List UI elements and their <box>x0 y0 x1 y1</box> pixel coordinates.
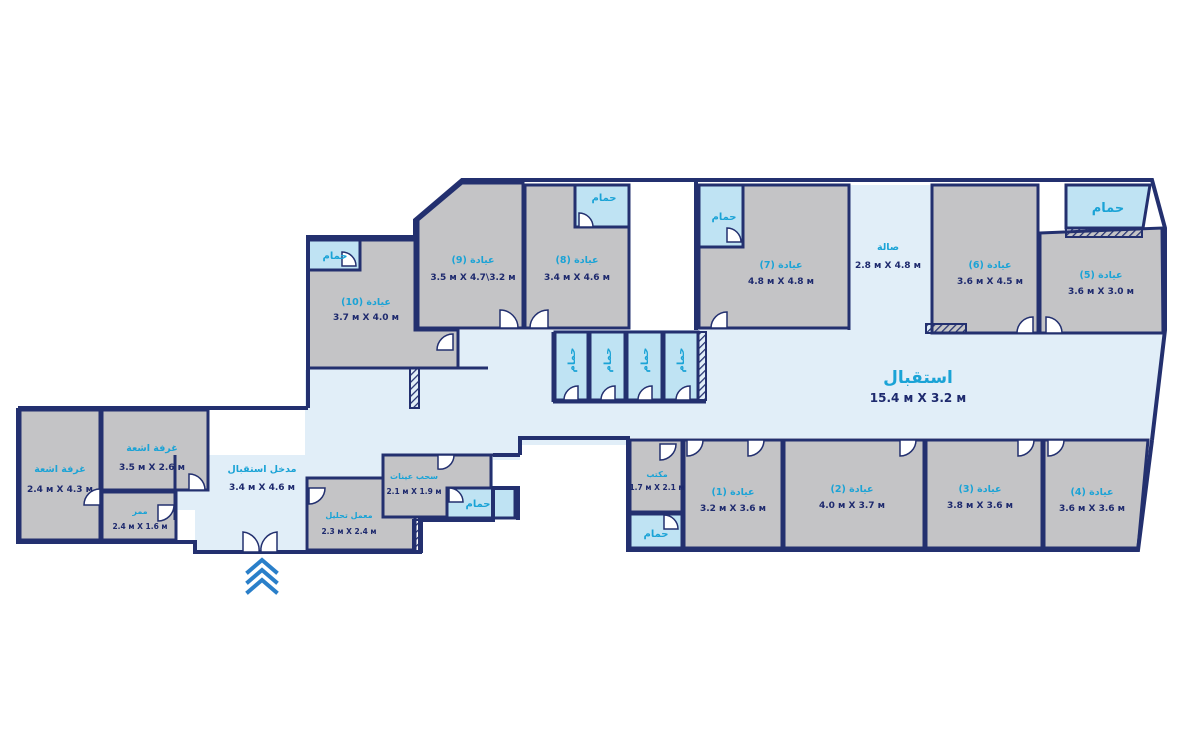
door-swing <box>341 251 357 267</box>
room-clinic-9 <box>416 181 525 330</box>
room-xray-1 <box>18 408 102 542</box>
door-swing <box>1017 439 1035 457</box>
entrance-door-right <box>260 531 278 553</box>
label-clinic3-name: عيادة (3) <box>958 484 1001 495</box>
labels: استقبال 15.4 м X 3.2 м صالة 2.8 м X 4.8 … <box>27 193 1134 540</box>
entrance-arrow-icon <box>245 557 279 595</box>
door-swing <box>1047 439 1065 457</box>
label-reception-dims: 15.4 м X 3.2 м <box>870 391 966 405</box>
door-swing <box>437 454 455 470</box>
door-swing <box>726 227 742 243</box>
door-swing <box>747 439 765 457</box>
room-clinic-2 <box>782 438 926 550</box>
label-clinic10-dims: 3.7 м X 4.0 м <box>333 313 399 323</box>
label-clinic7-name: عيادة (7) <box>759 260 802 271</box>
label-bath: حمام <box>712 212 737 223</box>
label-reception-name: استقبال <box>883 368 953 388</box>
label-bath: حمام <box>603 348 614 373</box>
door-swing <box>563 385 579 401</box>
hatch-block <box>697 331 707 401</box>
label-clinic10-name: عيادة (10) <box>341 297 391 308</box>
door-swing <box>663 514 679 530</box>
label-clinic4-name: عيادة (4) <box>1070 487 1113 498</box>
room-clinic-6 <box>930 183 1040 335</box>
door-swing <box>578 212 594 228</box>
label-bath: حمام <box>466 499 491 510</box>
label-hall-dims: 2.8 м X 4.8 м <box>855 261 921 271</box>
label-clinic1-name: عيادة (1) <box>711 487 754 498</box>
label-lab-name: معمل تحليل <box>325 511 372 520</box>
label-clinic8-dims: 3.4 м X 4.6 м <box>544 273 610 283</box>
label-clinic5-dims: 3.6 м X 3.0 м <box>1068 287 1134 297</box>
entrance-door-left <box>242 531 260 553</box>
door-swing <box>436 333 454 351</box>
door-swing <box>83 488 101 506</box>
label-passage-name: ممر <box>131 507 147 516</box>
label-bath: حمام <box>592 193 617 204</box>
label-xray1-name: غرفة اشعة <box>34 464 85 475</box>
door-swing <box>637 385 653 401</box>
label-clinic4-dims: 3.6 м X 3.6 м <box>1059 504 1125 514</box>
label-clinic5-name: عيادة (5) <box>1079 270 1122 281</box>
label-bath: حمام <box>1092 201 1125 216</box>
door-swing <box>1045 316 1063 334</box>
label-passage-dims: 2.4 м X 1.6 м <box>112 522 167 531</box>
hatch-block <box>412 519 423 553</box>
label-bath: حمام <box>323 251 348 262</box>
label-xray1-dims: 2.4 м X 4.3 м <box>27 485 93 495</box>
hatched-walls <box>409 227 1143 553</box>
room-clinic-3 <box>924 438 1044 550</box>
label-clinic6-name: عيادة (6) <box>968 260 1011 271</box>
label-bath: حمام <box>644 529 669 540</box>
label-clinic9-dims: 3.5 м X 4.7\3.2 м <box>430 273 515 283</box>
label-entrance-dims: 3.4 м X 4.6 м <box>229 483 295 493</box>
label-clinic2-name: عيادة (2) <box>830 484 873 495</box>
label-clinic2-dims: 4.0 м X 3.7 м <box>819 501 885 511</box>
door-swing <box>529 309 549 329</box>
door-swing <box>448 487 464 503</box>
label-clinic9-name: عيادة (9) <box>451 255 494 266</box>
label-office-name: مكتب <box>646 470 667 479</box>
label-entrance-name: مدخل استقبال <box>227 464 296 475</box>
label-clinic7-dims: 4.8 м X 4.8 м <box>748 277 814 287</box>
label-xray2-name: غرفة اشعة <box>126 443 177 454</box>
hatch-block <box>409 367 420 409</box>
label-xray2-dims: 3.5 м X 2.6 м <box>119 463 185 473</box>
door-swing <box>710 311 728 329</box>
label-hall-name: صالة <box>877 242 899 253</box>
door-swing <box>499 309 519 329</box>
room-clinic-1 <box>682 438 784 550</box>
label-sampling-name: سحب عينات <box>390 472 438 481</box>
door-swing <box>675 385 691 401</box>
door-swing <box>157 504 175 522</box>
door-swing <box>600 385 616 401</box>
hatch-block <box>925 323 967 334</box>
label-clinic6-dims: 3.6 м X 4.5 м <box>957 277 1023 287</box>
doors <box>83 212 1065 553</box>
label-clinic8-name: عيادة (8) <box>555 255 598 266</box>
door-swing <box>899 439 917 457</box>
door-swing <box>188 473 206 491</box>
label-bath: حمام <box>640 348 651 373</box>
label-lab-dims: 2.3 м X 2.4 м <box>321 527 376 536</box>
label-bath: حمام <box>567 348 578 373</box>
label-clinic3-dims: 3.8 м X 3.6 м <box>947 501 1013 511</box>
hatch-block <box>1065 227 1143 238</box>
door-swing <box>1016 316 1034 334</box>
label-sampling-dims: 2.1 м X 1.9 м <box>386 487 441 496</box>
label-bath: حمام <box>676 348 687 373</box>
rooms <box>18 181 1165 552</box>
label-clinic1-dims: 3.2 м X 3.6 м <box>700 504 766 514</box>
door-swing <box>659 443 677 461</box>
door-swing <box>686 439 704 457</box>
door-swing <box>308 487 326 505</box>
label-office-dims: 1.7 м X 2.1 м <box>629 483 684 492</box>
